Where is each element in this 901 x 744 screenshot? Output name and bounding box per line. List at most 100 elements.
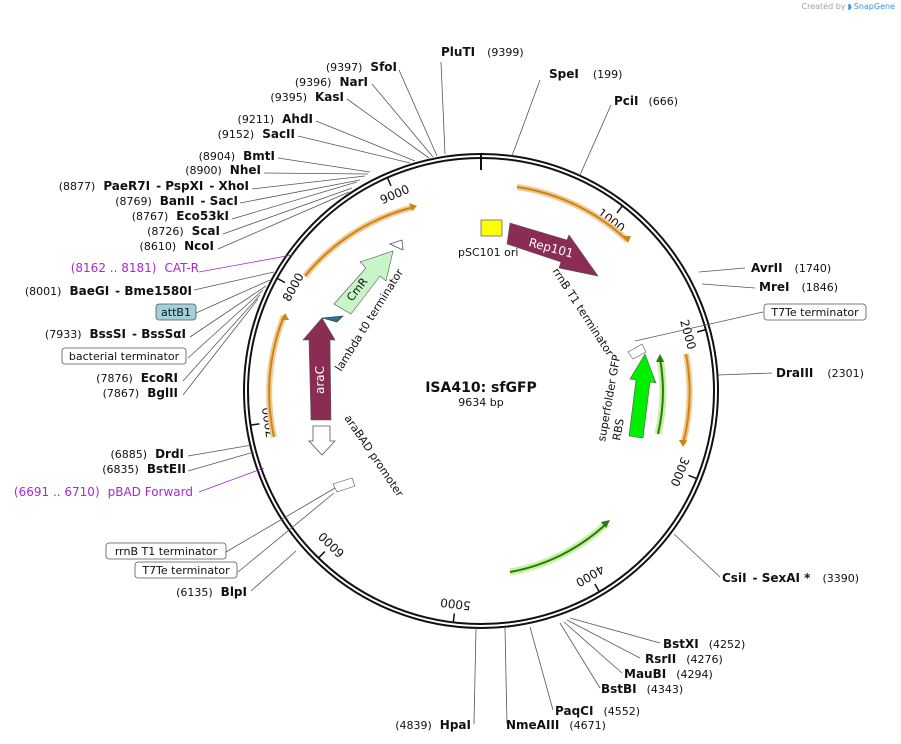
site-banii-name: BanII (160, 194, 195, 208)
snapgene-credit: Created by ◗ SnapGene (802, 2, 895, 11)
site-rsrii-name: RsrII (645, 652, 676, 666)
orf-arrowhead-1 (622, 236, 631, 243)
psc101-ori-box (480, 219, 503, 237)
site-paer7i-name: PaeR7I (103, 179, 150, 193)
site-spei-pos: (199) (593, 68, 623, 81)
site-bsssi-name: BssSI (89, 327, 126, 341)
primer-catr-range: (8162 .. 8181) (71, 261, 157, 275)
credit-prefix: Created by (801, 2, 846, 11)
svg-text:CsiI- SexAI *(3390): CsiI- SexAI *(3390) (722, 571, 859, 585)
site-pcii-name: PciI (614, 94, 639, 108)
site-baegi-name: BaeGI (69, 284, 109, 298)
site-bstxi-name: BstXI (663, 637, 699, 651)
svg-text:(7876)EcoRI: (7876)EcoRI (96, 371, 178, 385)
svg-text:(6885)DrdI: (6885)DrdI (110, 447, 184, 461)
site-mrei-pos: (1846) (801, 281, 838, 294)
rep101-arrow (506, 222, 599, 277)
site-rsrii-pos: (4276) (686, 653, 723, 666)
site-bglii-name: BglII (147, 386, 178, 400)
bacterial-terminator-box (61, 347, 187, 365)
svg-text:(8904)BmtI: (8904) BmtI (199, 149, 275, 163)
label-attb1: attB1 (161, 306, 191, 319)
site-pluti-name: PluTI (441, 45, 475, 59)
svg-text:BstBI(4343): BstBI(4343) (601, 682, 683, 696)
site-pcii-pos: (666) (649, 95, 679, 108)
svg-text:(8767)Eco53kI: (8767)Eco53kI (132, 209, 229, 223)
svg-text:MreI(1846): MreI(1846) (759, 280, 838, 294)
site-draiii-name: DraIII (776, 366, 813, 380)
site-drdi-name: DrdI (155, 447, 184, 461)
sfgfp-arrow (628, 353, 657, 439)
cmr-promoter-icon (388, 239, 404, 251)
gfp-inner-arrowhead (656, 354, 664, 362)
svg-text:NmeAIII(4671): NmeAIII(4671) (506, 718, 606, 732)
site-bstbi-name: BstBI (601, 682, 637, 696)
feature-arac: araC (313, 366, 327, 394)
site-sacii-pos: (9152) (218, 128, 255, 141)
site-ncoi-pos: (8610) (140, 240, 177, 253)
site-bglii-pos: (7867) (103, 387, 140, 400)
feature-psc101-ori: pSC101 ori (458, 246, 518, 259)
site-blpi-pos: (6135) (176, 586, 213, 599)
tick-mark (318, 551, 326, 559)
svg-text:(6835)BstEII: (6835)BstEII (102, 462, 186, 476)
site-bmti-name: BmtI (243, 149, 275, 163)
label-bacterial-terminator: bacterial terminator (69, 350, 180, 363)
svg-text:(9152)SacII: (9152)SacII (218, 127, 295, 141)
plasmid-name: ISA410: sfGFP (425, 380, 537, 396)
t7te-terminator-box-right (763, 303, 867, 321)
orf-arrowhead-3 (409, 203, 417, 211)
site-ahdi-pos: (9211) (238, 113, 275, 126)
svg-text:(9396)NarI: (9396)NarI (295, 75, 368, 89)
site-bsssai-name: BssSαI (141, 327, 186, 341)
tick-mark (616, 205, 624, 214)
svg-text:PaqCI(4552): PaqCI(4552) (555, 704, 640, 718)
tick-label: 4000 (573, 562, 606, 590)
orf-arrowhead-2 (679, 440, 687, 447)
svg-text:(9395)KasI: (9395)KasI (270, 90, 344, 104)
svg-text:(8877)PaeR7I- PspXI- XhoI: (8877)PaeR7I- PspXI- XhoI (59, 179, 249, 193)
site-ecori-pos: (7876) (96, 372, 133, 385)
tick-mark (696, 328, 706, 333)
site-nhei-pos: (8900) (185, 164, 222, 177)
tick-mark (688, 474, 698, 480)
site-sfoi-pos: (9397) (326, 61, 363, 74)
t7te-terminator-box-left (134, 561, 238, 579)
site-banii-pos: (8769) (115, 195, 152, 208)
primer-catr-name: CAT-R (164, 261, 199, 275)
site-baegi-pos: (8001) (25, 285, 62, 298)
site-nari-name: NarI (339, 75, 368, 89)
rrnb-terminator-icon (627, 343, 647, 360)
arac-arrow (302, 317, 336, 421)
site-bsssi-pos: (7933) (45, 328, 82, 341)
snapgene-logo-icon: ◗ (847, 2, 852, 11)
tick-label: 2000 (677, 318, 699, 351)
svg-text:AvrII(1740): AvrII(1740) (751, 261, 831, 275)
tick-mark (452, 613, 456, 623)
primer-pbad-range: (6691 .. 6710) (14, 485, 100, 499)
credit-brand: SnapGene (853, 2, 895, 11)
site-pluti-pos: (9399) (487, 46, 524, 59)
lambda-terminator-icon (321, 315, 344, 323)
site-bmti-pos: (8904) (199, 150, 236, 163)
svg-text:MauBI(4294): MauBI(4294) (624, 667, 713, 681)
site-draiii-pos: (2301) (827, 367, 864, 380)
site-scai-name: ScaI (192, 224, 220, 238)
site-blpi-name: BlpI (221, 585, 247, 599)
t7te-terminator-icon (332, 477, 356, 493)
tick-label: 5000 (439, 595, 471, 613)
tick-label: 8000 (280, 270, 307, 304)
svg-text:(6135)BlpI: (6135) BlpI (176, 585, 247, 599)
svg-text:(6691 .. 6710)pBAD Forward: (6691 .. 6710)pBAD Forward (14, 485, 193, 499)
site-csii-name: CsiI (722, 571, 747, 585)
site-pspxi-name: PspXI (165, 179, 203, 193)
site-ahdi-name: AhdI (282, 112, 313, 126)
tick-mark (250, 423, 260, 426)
svg-text:(9397)SfoI: (9397)SfoI (326, 60, 397, 74)
site-eco53ki-pos: (8767) (132, 210, 169, 223)
site-paqci-pos: (4552) (603, 705, 640, 718)
feature-rrnb-terminator: rrnB T1 terminator (549, 266, 616, 359)
site-xhoi-name: XhoI (218, 179, 249, 193)
site-sexai-name: SexAI * (762, 571, 811, 585)
site-csii-pos: (3390) (822, 572, 859, 585)
